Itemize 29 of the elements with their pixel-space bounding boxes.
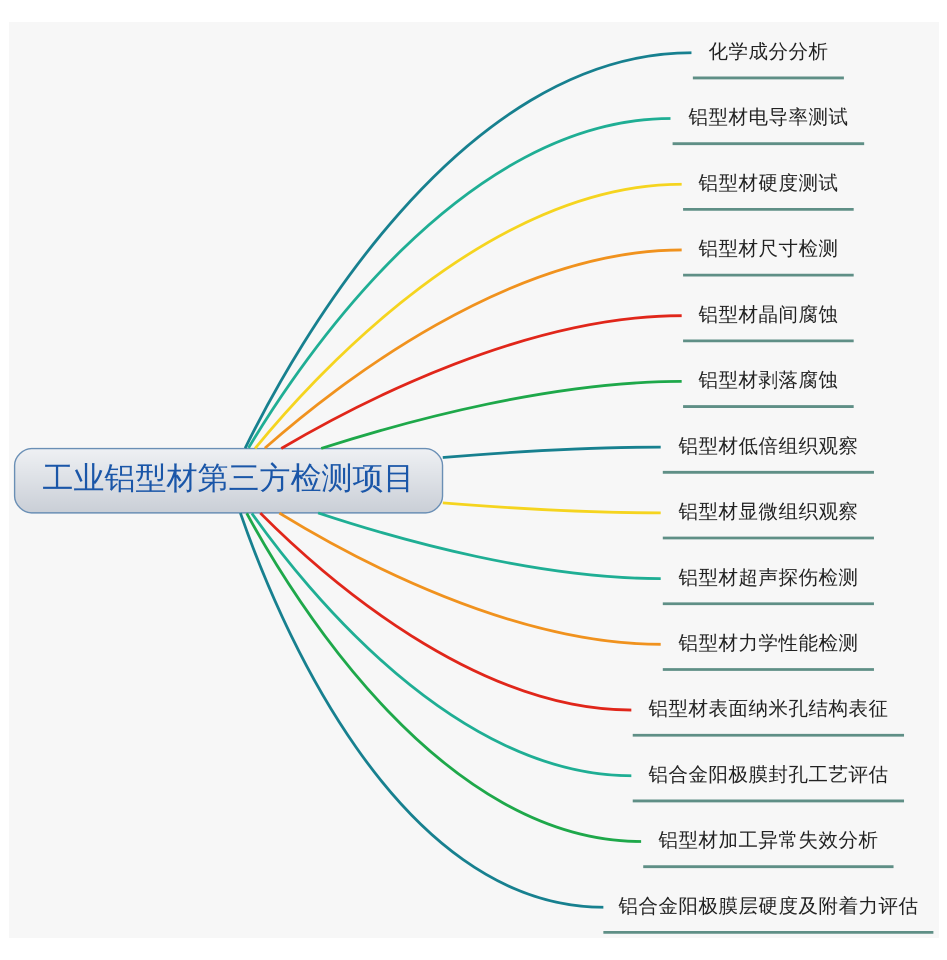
- node-text: 化学成分分析: [708, 42, 828, 63]
- node-text: 铝型材电导率测试: [688, 108, 848, 129]
- node-box: 工业铝型材第三方检测项目: [13, 448, 443, 514]
- node-text: 铝型材加工异常失效分析: [658, 830, 878, 852]
- connector: [317, 512, 660, 580]
- node-text: 铝型材显微组织观察: [678, 502, 858, 524]
- node-text: 铝型材晶间腐蚀: [698, 304, 838, 326]
- node-text: 铝型材尺寸检测: [698, 239, 838, 260]
- node-text: 铝型材力学性能检测: [678, 633, 858, 654]
- node-text: 铝型材剥落腐蚀: [698, 370, 838, 392]
- connector: [442, 446, 660, 459]
- node-text: 铝型材低倍组织观察: [678, 436, 858, 458]
- node-text: 铝合金阳极膜层硬度及附着力评估: [618, 896, 918, 918]
- connector: [254, 182, 682, 450]
- connector: [320, 380, 682, 450]
- node-text: 铝型材硬度测试: [698, 173, 838, 194]
- connector: [263, 248, 682, 450]
- connector: [243, 51, 692, 449]
- node-text: 铝型材超声探伤检测: [678, 568, 858, 589]
- connector: [245, 512, 641, 843]
- connector: [280, 314, 682, 450]
- connector: [258, 512, 631, 712]
- node-text: 铝型材表面纳米孔结构表征: [648, 699, 888, 720]
- connector: [246, 117, 670, 449]
- connector: [278, 512, 660, 646]
- node-text: 铝合金阳极膜封孔工艺评估: [648, 764, 888, 786]
- connector: [442, 502, 660, 514]
- connector: [238, 512, 604, 909]
- connector: [250, 512, 631, 778]
